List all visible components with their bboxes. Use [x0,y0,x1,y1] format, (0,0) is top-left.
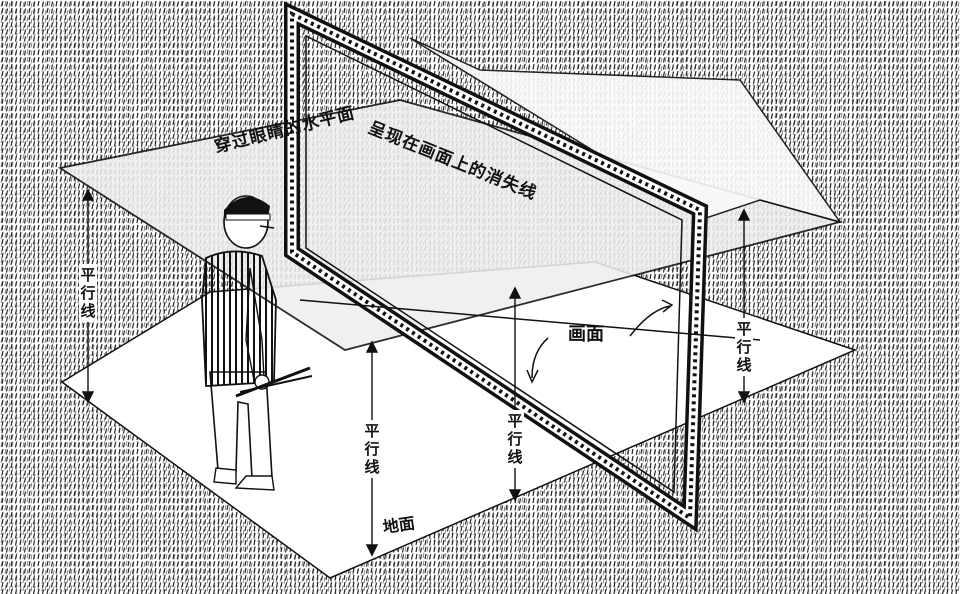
parallel-label-center: 平行线 [363,420,381,478]
parallel-label-mid: 平行线 [506,410,524,468]
parallel-label-left: 平行线 [79,264,97,322]
parallel-label-right: 平行线 [735,318,753,376]
picture-plane-label: 画面 [568,326,604,344]
ground-label: 地面 [382,516,416,536]
